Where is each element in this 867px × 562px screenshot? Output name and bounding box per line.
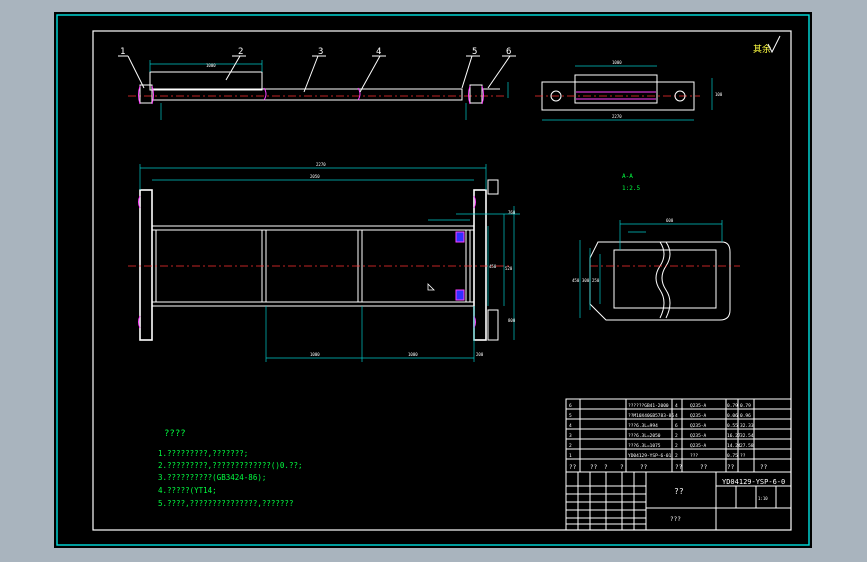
bom-cell-w1: 0.55 bbox=[727, 423, 738, 429]
dim-v4: 800 bbox=[508, 318, 516, 323]
balloon-6: 6 bbox=[506, 47, 511, 57]
bom-cell-name: YD04129-YSP-6-01 bbox=[628, 453, 672, 459]
bom-cell-w2: 32.54 bbox=[740, 433, 754, 439]
bom-cell-no: 1 bbox=[569, 453, 572, 459]
company-name: ??? bbox=[670, 516, 681, 523]
bom-cell-mat: Q235-A bbox=[690, 403, 707, 409]
section-scale: 1:2.5 bbox=[622, 185, 640, 192]
bom-header-cell: ?? bbox=[569, 464, 577, 471]
dim-overall-end: 2270 bbox=[612, 114, 622, 119]
bom-cell-mat: Q235-A bbox=[690, 433, 707, 439]
dim-v3: 760 bbox=[508, 210, 516, 215]
bom-cell-name: ???6.3L=994 bbox=[628, 423, 658, 429]
inner-frame bbox=[92, 30, 792, 531]
bom-header-cell: ?? bbox=[727, 464, 735, 471]
bom-cell-w1: 0.79 bbox=[727, 403, 738, 409]
bom-header-cell: ?? bbox=[675, 464, 683, 471]
dim-bay2: 1000 bbox=[408, 352, 418, 357]
bom-header-cell: ? bbox=[604, 464, 608, 471]
dim-overall: 2270 bbox=[316, 162, 326, 167]
dim-sec-h2: 300 bbox=[582, 278, 590, 283]
bom-cell-no: 6 bbox=[569, 403, 572, 409]
bom-cell-qty: 2 bbox=[675, 453, 678, 459]
notes-title: ???? bbox=[164, 429, 186, 439]
dim-sec-h3: 450 bbox=[572, 278, 580, 283]
surface-finish-label: 其余 bbox=[753, 43, 771, 55]
surface-finish-icon bbox=[767, 35, 781, 54]
dim-side-h: 100 bbox=[715, 92, 723, 97]
end-part-view bbox=[535, 65, 713, 121]
bom-cell-qty: 2 bbox=[675, 433, 678, 439]
balloon-4: 4 bbox=[376, 47, 381, 57]
bom-cell-w1: 0.06 bbox=[727, 413, 738, 419]
bom-cell-w2: 0.79 bbox=[740, 403, 751, 409]
part-name: ?? bbox=[674, 487, 684, 496]
dim-v1: 450 bbox=[489, 264, 497, 269]
section-view bbox=[579, 220, 740, 321]
note-line-4: 4.?????(YT14; bbox=[158, 486, 217, 495]
drawing-number: YD04129-YSP-6-0 bbox=[722, 478, 785, 486]
dim-end: 200 bbox=[476, 352, 484, 357]
bom-cell-qty: 4 bbox=[675, 413, 678, 419]
bom-cell-w1: 14.24 bbox=[727, 443, 741, 449]
dim-sec-h1: 250 bbox=[592, 278, 600, 283]
note-line-1: 1.?????????,???????; bbox=[158, 449, 248, 458]
balloon-5: 5 bbox=[472, 47, 477, 57]
bom-cell-w2: ?? bbox=[740, 453, 746, 459]
bom-header-cell: ?? bbox=[760, 464, 768, 471]
bom-cell-w2: 0.96 bbox=[740, 413, 751, 419]
bom-cell-name: ???6.3L=1075 bbox=[628, 443, 661, 449]
bom-header-cell: ?? bbox=[640, 464, 648, 471]
leader-lines bbox=[118, 55, 516, 93]
dim-inner: 2050 bbox=[310, 174, 320, 179]
dim-sec-width: 600 bbox=[666, 218, 674, 223]
side-elevation-view bbox=[128, 60, 509, 120]
bom-cell-mat: Q235-A bbox=[690, 413, 707, 419]
outer-frame bbox=[56, 14, 810, 546]
bom-cell-no: 3 bbox=[569, 433, 572, 439]
balloon-2: 2 bbox=[238, 47, 243, 57]
dim-v2: 520 bbox=[505, 266, 513, 271]
plan-view bbox=[128, 164, 520, 362]
bom-cell-mat: Q235-A bbox=[690, 443, 707, 449]
dim-bay1: 1000 bbox=[310, 352, 320, 357]
bom-header-cell: ? bbox=[620, 464, 624, 471]
bom-cell-mat: ??? bbox=[690, 453, 698, 459]
bom-cell-qty: 2 bbox=[675, 443, 678, 449]
bom-cell-name: ???6.3L=2050 bbox=[628, 433, 661, 439]
bom-table bbox=[565, 398, 792, 473]
bom-cell-name: ??M10X40GB5783-86 bbox=[628, 413, 674, 419]
dim-top-length: 1000 bbox=[206, 63, 216, 68]
bom-cell-mat: Q235-A bbox=[690, 423, 707, 429]
bom-cell-no: 4 bbox=[569, 423, 572, 429]
bom-cell-name: ??????GB41-2000 bbox=[628, 403, 669, 409]
scale-value: 1:10 bbox=[758, 496, 768, 501]
bom-cell-qty: 6 bbox=[675, 423, 678, 429]
note-line-2: 2.?????????,?????????????()0.??; bbox=[158, 461, 303, 470]
bom-cell-no: 5 bbox=[569, 413, 572, 419]
bom-cell-w1: 16.27 bbox=[727, 433, 741, 439]
bom-header: ???????????????? bbox=[569, 464, 768, 471]
bom-cell-w1: 0.75 bbox=[727, 453, 738, 459]
dim-side-w: 1000 bbox=[612, 60, 622, 65]
bom-header-cell: ?? bbox=[700, 464, 708, 471]
note-line-5: 5.????,???????????????,??????? bbox=[158, 499, 293, 508]
balloon-1: 1 bbox=[120, 47, 125, 57]
bom-header-cell: ?? bbox=[590, 464, 598, 471]
bom-cell-no: 2 bbox=[569, 443, 572, 449]
bom-cell-qty: 4 bbox=[675, 403, 678, 409]
section-label: A-A bbox=[622, 173, 633, 180]
bom-cell-w2: 27.58 bbox=[740, 443, 754, 449]
balloon-3: 3 bbox=[318, 47, 323, 57]
bom-cell-w2: 32.33 bbox=[740, 423, 754, 429]
title-block bbox=[565, 471, 792, 531]
note-line-3: 3.??????????(GB3424-86); bbox=[158, 473, 266, 482]
